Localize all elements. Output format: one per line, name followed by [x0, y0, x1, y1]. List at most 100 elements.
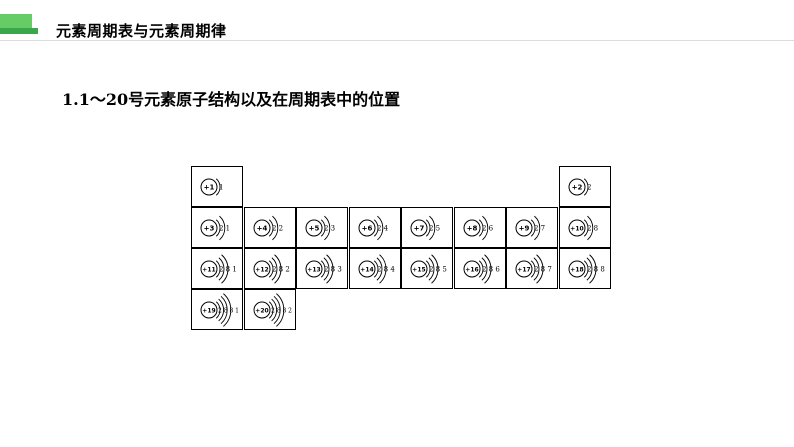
- element-cell: +2 2: [559, 166, 611, 207]
- electron-shell-arc: [482, 215, 489, 241]
- electron-shell-arc: [431, 254, 439, 284]
- nucleus-circle: [200, 178, 218, 196]
- atom-diagram: +15 2 8 5: [410, 254, 447, 284]
- electron-shell-arc: [530, 219, 536, 237]
- nucleus-circle: [200, 301, 218, 319]
- element-cell: +6 2 4: [349, 207, 401, 248]
- header-accent-bar: [0, 14, 38, 34]
- nuclear-charge: +6: [362, 225, 373, 233]
- electron-shell-arc: [323, 257, 330, 281]
- electron-shell-arc: [320, 219, 326, 237]
- element-cell: +10 2 8: [559, 207, 611, 248]
- electron-shell-arc: [533, 257, 540, 281]
- shell-electron-counts: 2 8 6: [482, 266, 500, 274]
- electron-shell-arc: [481, 257, 488, 281]
- electron-shell-arc: [478, 219, 484, 237]
- electron-shell-arc: [429, 215, 436, 241]
- nucleus-circle: [568, 219, 586, 237]
- nucleus-circle: [515, 219, 533, 237]
- electron-shell-arc: [219, 215, 226, 241]
- atom-diagram: +16 2 8 6: [463, 254, 500, 284]
- electron-shell-arc: [376, 257, 383, 281]
- electron-shell-arc: [379, 254, 387, 284]
- section-title: 1.1～20号元素原子结构以及在周期表中的位置: [62, 90, 401, 109]
- shell-electron-counts: 2: [587, 184, 591, 192]
- header-divider: [0, 40, 794, 41]
- electron-shell-arc: [268, 219, 274, 237]
- electron-shell-arc: [583, 178, 589, 196]
- nucleus-circle: [305, 219, 323, 237]
- electron-shell-arc: [373, 219, 379, 237]
- nuclear-charge: +16: [465, 267, 478, 274]
- electron-shell-arc: [276, 293, 285, 327]
- nuclear-charge: +15: [412, 267, 425, 274]
- shell-electron-counts: 2 5: [429, 225, 440, 233]
- nuclear-charge: +5: [309, 225, 320, 233]
- atom-diagram: +10 2 8: [568, 215, 598, 241]
- nucleus-circle: [463, 260, 481, 278]
- element-cell: +4 2 2: [244, 207, 296, 248]
- nucleus-circle: [358, 219, 376, 237]
- electron-shell-arc: [218, 298, 225, 322]
- electron-shell-arc: [373, 260, 379, 278]
- atom-diagram: +18 2 8 8: [568, 254, 605, 284]
- nuclear-charge: +12: [255, 267, 268, 274]
- nuclear-charge: +1: [204, 184, 215, 192]
- atom-diagram: +4 2 2: [253, 215, 283, 241]
- electron-shell-arc: [425, 219, 431, 237]
- shell-electron-counts: 2 8 8: [587, 266, 605, 274]
- electron-shell-arc: [272, 215, 279, 241]
- shell-electron-counts: 2 8: [587, 225, 598, 233]
- nucleus-circle: [568, 178, 586, 196]
- nuclear-charge: +9: [519, 225, 530, 233]
- nucleus-circle: [200, 219, 218, 237]
- atom-diagram: +11 2 8 1: [200, 254, 237, 284]
- shell-electron-counts: 2 8 8 1: [218, 308, 239, 315]
- nuclear-charge: +2: [572, 184, 583, 192]
- shell-electron-counts: 2 8 5: [429, 266, 447, 274]
- element-cell: +1 1: [191, 166, 243, 207]
- electron-shell-arc: [587, 215, 594, 241]
- shell-electron-counts: 2 4: [377, 225, 389, 233]
- shell-electron-counts: 2 2: [272, 225, 283, 233]
- shell-electron-counts: 2 8 1: [219, 266, 237, 274]
- nucleus-circle: [410, 219, 428, 237]
- nuclear-charge: +3: [204, 225, 215, 233]
- electron-shell-arc: [530, 260, 536, 278]
- nuclear-charge: +10: [570, 226, 583, 233]
- shell-electron-counts: 1: [219, 184, 223, 192]
- nuclear-charge: +11: [202, 267, 215, 274]
- electron-shell-arc: [273, 295, 281, 325]
- electron-shell-arc: [536, 254, 544, 284]
- nuclear-charge: +19: [202, 308, 215, 315]
- nucleus-circle: [358, 260, 376, 278]
- electron-shell-arc: [377, 215, 384, 241]
- nuclear-charge: +20: [255, 308, 268, 315]
- nuclear-charge: +18: [570, 267, 583, 274]
- electron-shell-arc: [428, 257, 435, 281]
- shell-electron-counts: 2 8 8 2: [271, 308, 292, 315]
- nuclear-charge: +4: [257, 225, 268, 233]
- electron-shell-arc: [218, 257, 225, 281]
- nucleus-circle: [463, 219, 481, 237]
- electron-shell-arc: [324, 215, 331, 241]
- nucleus-circle: [200, 260, 218, 278]
- electron-shell-arc: [484, 254, 492, 284]
- shell-electron-counts: 2 8 3: [324, 266, 342, 274]
- electron-shell-arc: [215, 260, 221, 278]
